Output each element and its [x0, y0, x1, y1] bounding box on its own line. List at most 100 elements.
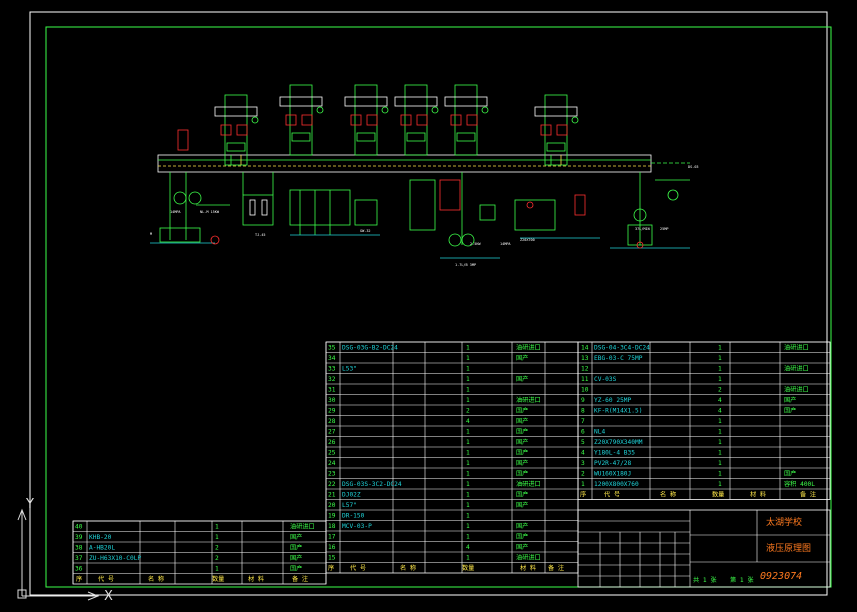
- remark: 油研进口: [290, 523, 315, 531]
- row-number: 12: [581, 366, 589, 373]
- school-name: 太湖学校: [766, 516, 802, 528]
- remark: 油研进口: [516, 344, 541, 352]
- remark: 国产: [516, 375, 528, 383]
- schematic-labels: 14MPA NL-M 15KW M 37L/MIN 25MP 2.5KW 14M…: [150, 165, 699, 267]
- remark: 国产: [516, 354, 528, 362]
- header-material: 材 料: [520, 564, 536, 572]
- part-code: DSG-03G-B2-DC24: [342, 345, 398, 352]
- valve-stack-3[interactable]: [344, 84, 389, 156]
- quantity: 1: [466, 555, 470, 562]
- row-number: 26: [328, 439, 336, 446]
- remark: 国产: [516, 533, 528, 541]
- remark: 国产: [290, 565, 302, 573]
- valve-stack-2[interactable]: [279, 84, 324, 156]
- svg-text:TJ-45: TJ-45: [255, 233, 266, 237]
- quantity: 2: [718, 387, 722, 394]
- svg-text:25MP: 25MP: [660, 227, 668, 231]
- remark: 油研进口: [516, 396, 541, 404]
- remark: 国产: [784, 396, 796, 404]
- row-number: 14: [581, 345, 589, 352]
- row-number: 31: [328, 387, 336, 394]
- quantity: 1: [718, 345, 722, 352]
- header-qty: 数量: [462, 564, 474, 572]
- header-material: 材 料: [248, 575, 264, 583]
- svg-text:14MPA: 14MPA: [170, 210, 181, 214]
- row-number: 3: [581, 460, 585, 467]
- valve-stack-4[interactable]: [394, 84, 439, 156]
- remark: 国产: [516, 470, 528, 478]
- remark: 油研进口: [784, 344, 809, 352]
- header-code: 代 号: [98, 575, 114, 583]
- remark: 油研进口: [784, 386, 809, 394]
- quantity: 1: [466, 355, 470, 362]
- row-number: 32: [328, 376, 336, 383]
- row-number: 34: [328, 355, 336, 362]
- valve-stack-6[interactable]: [534, 94, 579, 166]
- table-row[interactable]: 34 1 国产: [328, 354, 528, 362]
- header-no: 序: [76, 575, 82, 583]
- ucs-icon: [17, 508, 100, 601]
- row-number: 38: [75, 545, 83, 552]
- title-block[interactable]: 太湖学校液压原理图0923074共 1 张第 1 张: [577, 509, 831, 588]
- quantity: 1: [718, 439, 722, 446]
- hydraulic-schematic[interactable]: [150, 84, 690, 259]
- row-number: 2: [581, 471, 585, 478]
- quantity: 1: [466, 397, 470, 404]
- valve-stack-5[interactable]: [444, 84, 489, 156]
- row-number: 20: [328, 502, 336, 509]
- quantity: 1: [466, 460, 470, 467]
- part-code: L57": [342, 502, 357, 509]
- header-name: 名 称: [148, 575, 164, 583]
- quantity: 1: [466, 471, 470, 478]
- valve-stack-1[interactable]: [214, 94, 259, 166]
- quantity: 2: [466, 408, 470, 415]
- part-code: CV-03S: [594, 376, 617, 383]
- svg-text:DS-03: DS-03: [688, 165, 699, 169]
- row-number: 25: [328, 450, 336, 457]
- quantity: 1: [466, 345, 470, 352]
- row-number: 6: [581, 429, 585, 436]
